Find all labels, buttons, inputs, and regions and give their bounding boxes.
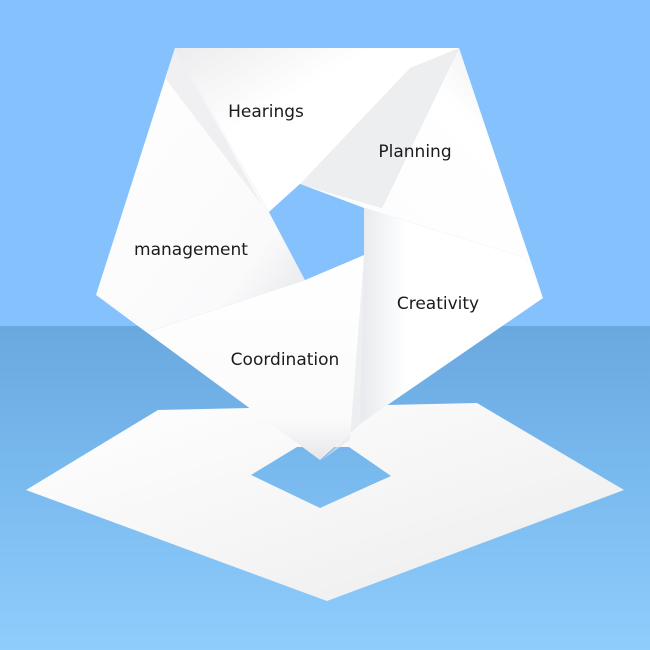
fold-shadow-right [300, 48, 459, 208]
segment-shape-creativity [360, 208, 543, 424]
segment-label-coordination: Coordination [231, 350, 340, 370]
segment-label-management: management [134, 240, 248, 260]
floor-reflection [26, 403, 624, 601]
segment-shape-coordination [96, 255, 364, 460]
segment-label-creativity: Creativity [397, 294, 479, 314]
fold-shadow-top [165, 48, 262, 205]
segment-shape-management [96, 48, 305, 331]
fold-shadow-bottom [322, 255, 364, 460]
segment-label-hearings: Hearings [228, 102, 304, 122]
segment-shape-planning [300, 48, 543, 298]
segment-label-planning: Planning [378, 142, 451, 162]
center-hole [269, 184, 364, 280]
